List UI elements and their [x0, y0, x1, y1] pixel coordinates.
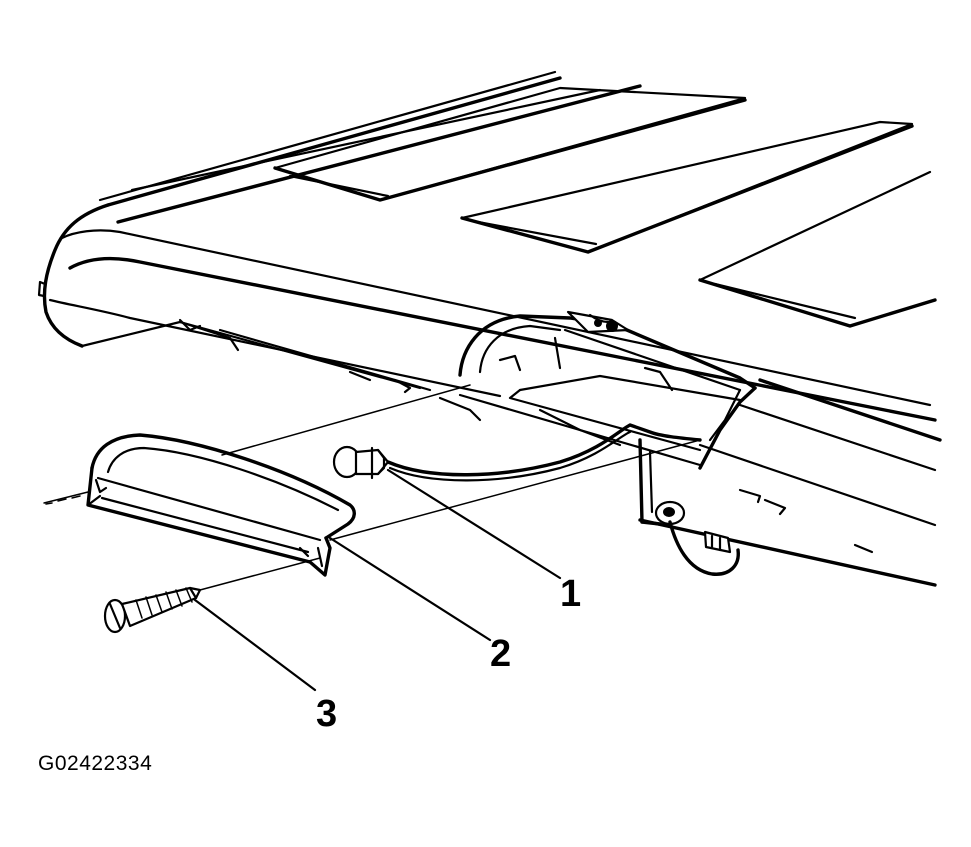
callout-1: 1 — [560, 573, 581, 615]
figure-id: G02422334 — [38, 752, 153, 775]
roof-panel — [37, 70, 942, 587]
alignment-lines — [43, 384, 701, 591]
leader-lines — [193, 468, 562, 692]
screw — [103, 586, 202, 634]
roof-recess-panels — [273, 86, 937, 328]
leader-line-2 — [328, 536, 492, 642]
bulb-socket — [332, 423, 702, 482]
callout-3: 3 — [316, 693, 337, 735]
callout-2: 2 — [490, 633, 511, 675]
lamp-housing — [458, 310, 757, 576]
lamp-lens — [86, 433, 356, 577]
leader-line-3 — [193, 598, 317, 692]
leader-line-1 — [386, 468, 562, 580]
